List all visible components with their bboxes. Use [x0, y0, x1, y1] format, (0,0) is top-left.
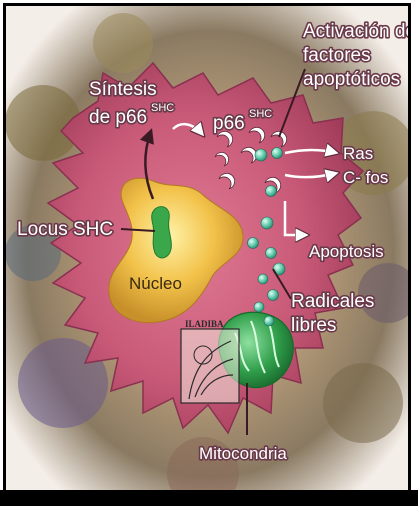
label-sintesis-sup: SHC [151, 102, 174, 114]
label-radicales-line2: libres [291, 315, 336, 336]
label-sintesis-line1: Síntesis [89, 79, 157, 100]
label-activacion-line1: Activación de [303, 21, 411, 42]
label-activacion-line2: factores [303, 45, 371, 66]
label-mitocondria: Mitocondria [199, 444, 287, 463]
label-p66: p66 [213, 113, 245, 134]
label-cfos: C- fos [343, 168, 388, 187]
locus-shc [152, 207, 172, 258]
cell-diagram: ILADIBA Activación [6, 6, 411, 499]
figure-frame: ILADIBA Activación [3, 3, 411, 499]
label-activacion-line3: apoptóticos [303, 69, 400, 90]
label-sintesis-line2: de p66 [89, 107, 147, 128]
label-p66-sup: SHC [249, 108, 272, 120]
label-apoptosis: Apoptosis [309, 242, 384, 261]
label-nucleo: Núcleo [129, 274, 182, 293]
watermark-text: ILADIBA [185, 319, 224, 329]
label-radicales-line1: Radicales [291, 291, 374, 312]
frame-bottom-bar [0, 490, 418, 506]
iladiba-watermark [181, 329, 239, 403]
label-locus-shc: Locus SHC [17, 219, 113, 240]
label-ras: Ras [343, 144, 373, 163]
